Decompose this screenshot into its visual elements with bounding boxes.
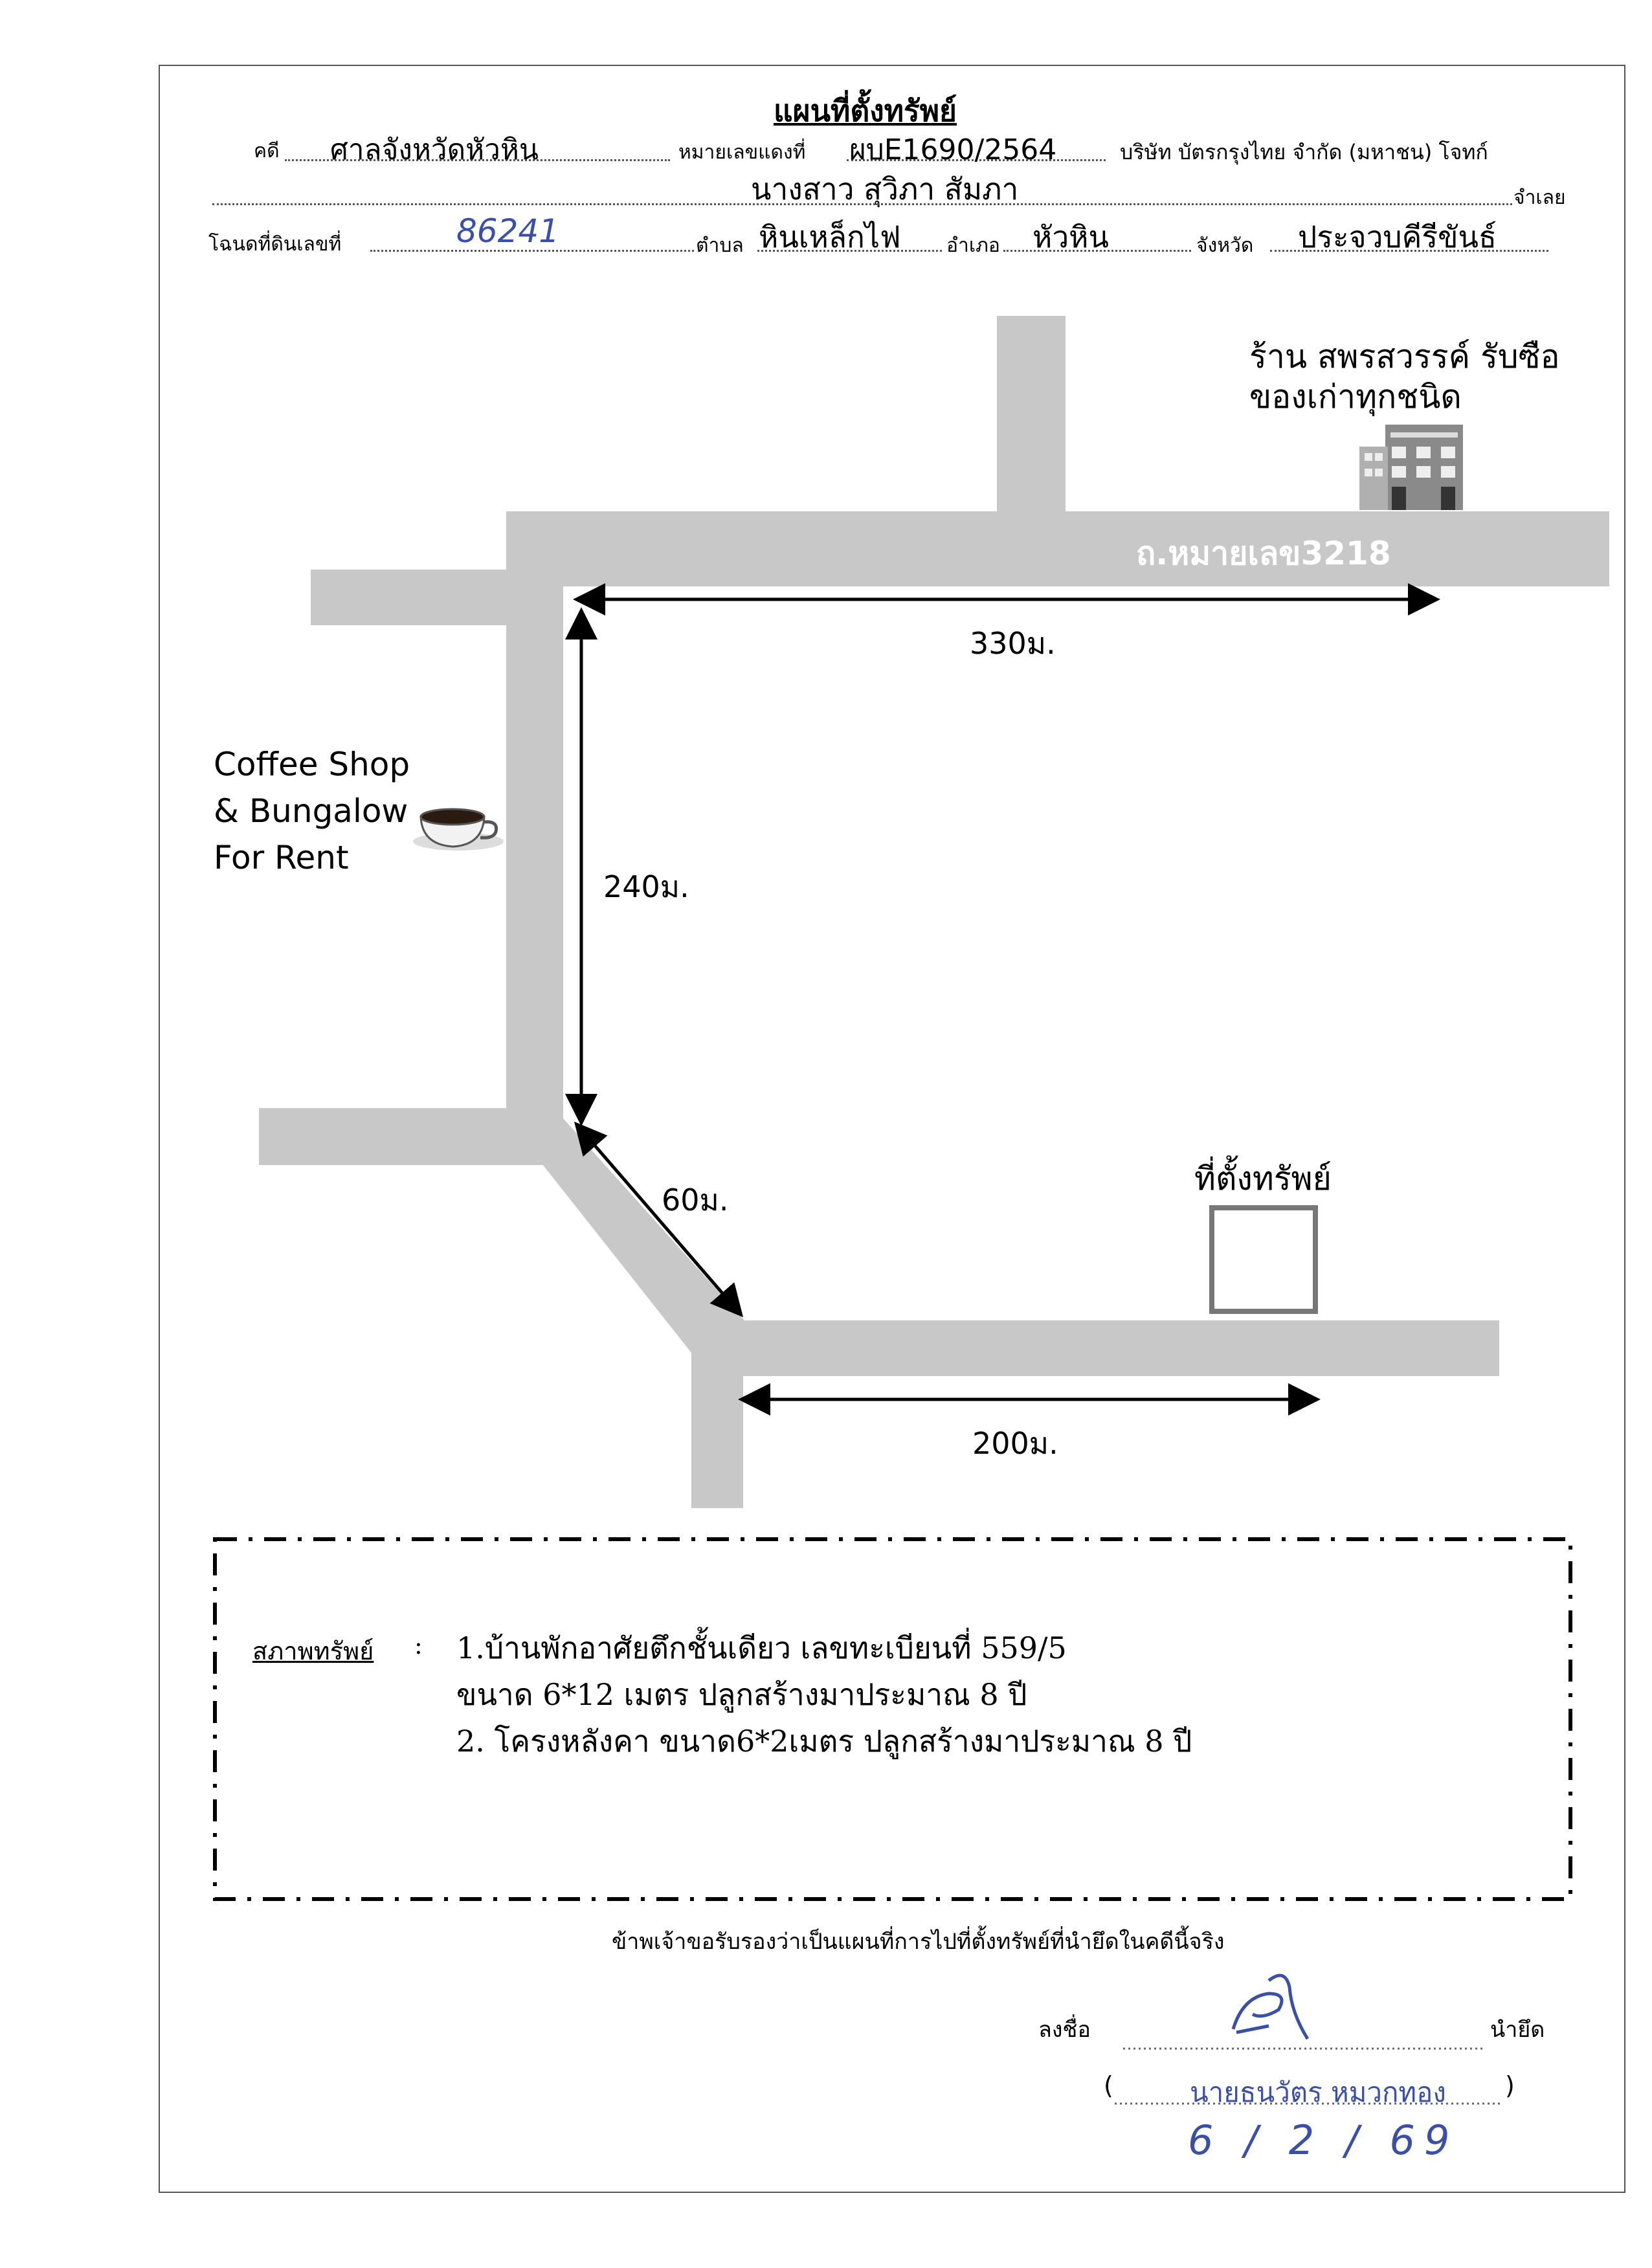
road-property-street [706, 1320, 1499, 1376]
shop-label-line1: ร้าน สพรสวรรค์ รับซือ [1249, 338, 1560, 375]
distance-60: 60ม. [662, 1183, 729, 1217]
condition-box-border [213, 1537, 1572, 1901]
defendant-field [212, 175, 1512, 205]
sign-date: 6 / 2 / 69 [1188, 2117, 1459, 2164]
district-field [1003, 220, 1191, 252]
district-value: หัวหิน [1032, 219, 1109, 254]
building-icon [1359, 425, 1463, 510]
distance-330: 330ม. [970, 626, 1056, 661]
red-case-field [847, 129, 1106, 161]
certify-text: ข้าพเจ้าขอรับรองว่าเป็นแผนที่การไปที่ตั้… [612, 1929, 1225, 1955]
deed-field [370, 220, 694, 252]
deed-value: 86241 [456, 212, 560, 250]
condition-line2: ขนาด 6*12 เมตร ปลูกสร้างมาประมาณ 8 ปี [456, 1677, 1027, 1712]
property-label: ที่ตั้งทรัพย์ [1194, 1160, 1332, 1197]
subdistrict-value: หินเหล็กไฟ [759, 219, 901, 254]
property-marker [1209, 1205, 1318, 1314]
condition-line1: 1.บ้านพักอาศัยตึกชั้นเดียว เลขทะเบียนที่… [456, 1630, 1067, 1665]
road-north-branch [997, 316, 1066, 518]
page-title: แผนที่ตั้งทรัพย์ [774, 93, 957, 128]
red-case-label: หมายเลขแดงที่ [678, 141, 806, 164]
defendant-label: จำเลย [1513, 186, 1566, 209]
road-west-vertical [506, 557, 563, 1118]
case-label: คดี [254, 140, 280, 162]
coffee-label-line1: Coffee Shop [214, 746, 410, 783]
province-value: ประจวบคีรีขันธ์ [1298, 219, 1497, 254]
subdistrict-field [757, 220, 942, 252]
seizer-label: นำยึด [1490, 2017, 1545, 2043]
distance-240: 240ม. [603, 869, 689, 904]
coffee-cup-icon [413, 808, 504, 850]
road-diagonal [506, 1118, 744, 1376]
coffee-label-line3: For Rent [214, 839, 349, 876]
coffee-label-line2: & Bungalow [214, 792, 408, 830]
signer-name: นายธนวัตร หมวกทอง [1190, 2076, 1446, 2108]
condition-line3: 2. โครงหลังคา ขนาด6*2เมตร ปลูกสร้างมาประ… [456, 1724, 1192, 1759]
road-3218 [506, 511, 1609, 586]
subdistrict-label: ตำบล [696, 234, 744, 257]
court-field [285, 129, 670, 161]
province-field [1270, 220, 1548, 252]
document-frame [159, 65, 1625, 2193]
condition-colon: : [414, 1631, 423, 1660]
plaintiff-value: บริษัท บัตรกรุงไทย จำกัด (มหาชน) โจทก์ [1120, 140, 1488, 164]
district-label: อำเภอ [946, 234, 1000, 257]
defendant-value: นางสาว สุวิภา สัมภา [751, 172, 1019, 206]
paren-close: ) [1505, 2071, 1515, 2100]
sign-label: ลงชื่อ [1038, 2017, 1091, 2043]
province-label: จังหวัด [1196, 234, 1254, 257]
paren-open: ( [1104, 2071, 1113, 2100]
deed-label: โฉนดที่ดินเลขที่ [208, 233, 342, 256]
red-case-value: ผบE1690/2564 [849, 133, 1057, 166]
arrow-60m [574, 1121, 744, 1318]
signature-mark [1231, 1973, 1310, 2040]
road-west-stub-bottom [259, 1108, 563, 1165]
road-name-label: ถ.หมายเลข3218 [1136, 535, 1391, 572]
shop-label-line2: ของเก่าทุกชนิด [1249, 378, 1462, 416]
court-value: ศาลจังหวัดหัวหิน [330, 133, 539, 166]
condition-label: สภาพทรัพย์ [252, 1637, 374, 1665]
distance-200: 200ม. [972, 1426, 1058, 1461]
